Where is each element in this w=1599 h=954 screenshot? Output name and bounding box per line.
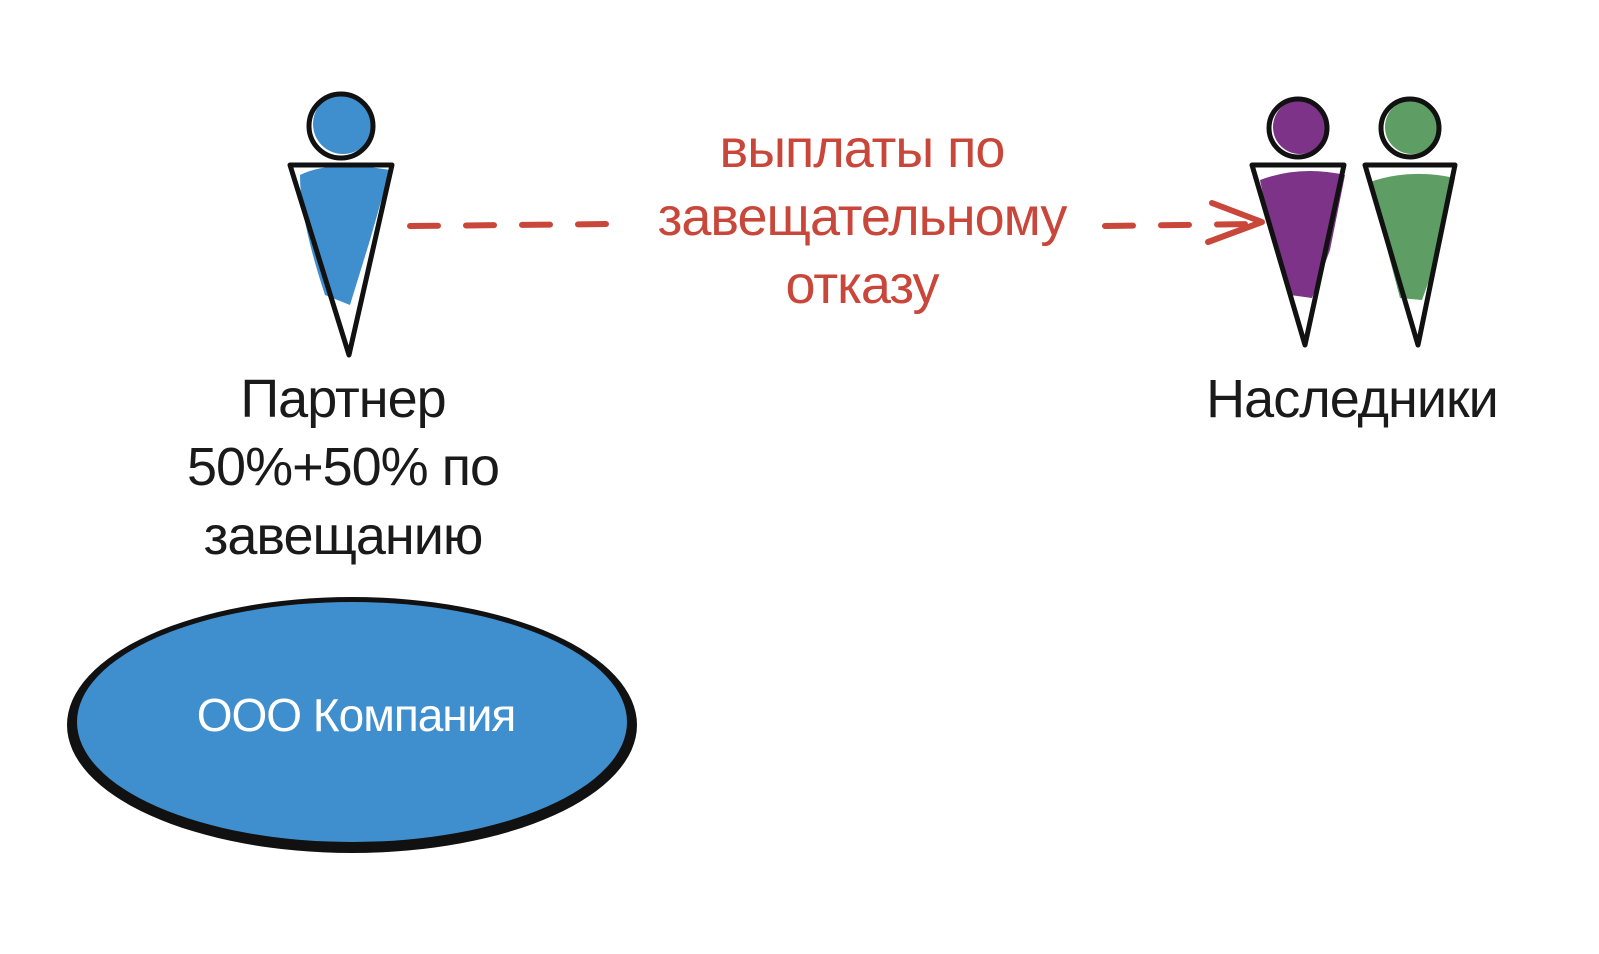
partner-head bbox=[306, 91, 376, 161]
partner-label-line-2: 50%+50% по bbox=[187, 437, 500, 497]
partner-body bbox=[287, 162, 395, 358]
arrow-label-line-1: выплаты по bbox=[719, 119, 1006, 179]
partner-head-fill bbox=[313, 94, 373, 154]
arrow-dash-right bbox=[1102, 221, 1253, 229]
company-label: ООО Компания bbox=[196, 689, 517, 741]
heir2-head bbox=[1378, 96, 1442, 160]
heir2-body bbox=[1362, 162, 1458, 348]
arrow-label-line-3: отказу bbox=[785, 255, 940, 315]
arrow-dash-left bbox=[407, 221, 613, 229]
heir1-head bbox=[1266, 96, 1330, 160]
arrow-label-line-2: завещательному bbox=[657, 187, 1068, 247]
partner-label-line-1: Партнер bbox=[240, 369, 446, 429]
arrow-head-icon bbox=[1205, 200, 1265, 245]
heir2-body-fill bbox=[1370, 173, 1455, 300]
partner-figure bbox=[287, 91, 395, 358]
heir1-body bbox=[1249, 162, 1347, 348]
heirs-label: Наследники bbox=[1206, 369, 1499, 429]
company-ellipse-fill bbox=[77, 602, 627, 842]
heir-figure-purple bbox=[1249, 96, 1347, 348]
heir1-head-fill bbox=[1273, 100, 1327, 154]
partner-label-line-3: завещанию bbox=[203, 506, 484, 566]
heir-figure-green bbox=[1362, 96, 1458, 348]
company-ellipse bbox=[67, 597, 637, 853]
heir2-head-fill bbox=[1385, 100, 1439, 154]
dashed-arrow bbox=[407, 200, 1265, 245]
